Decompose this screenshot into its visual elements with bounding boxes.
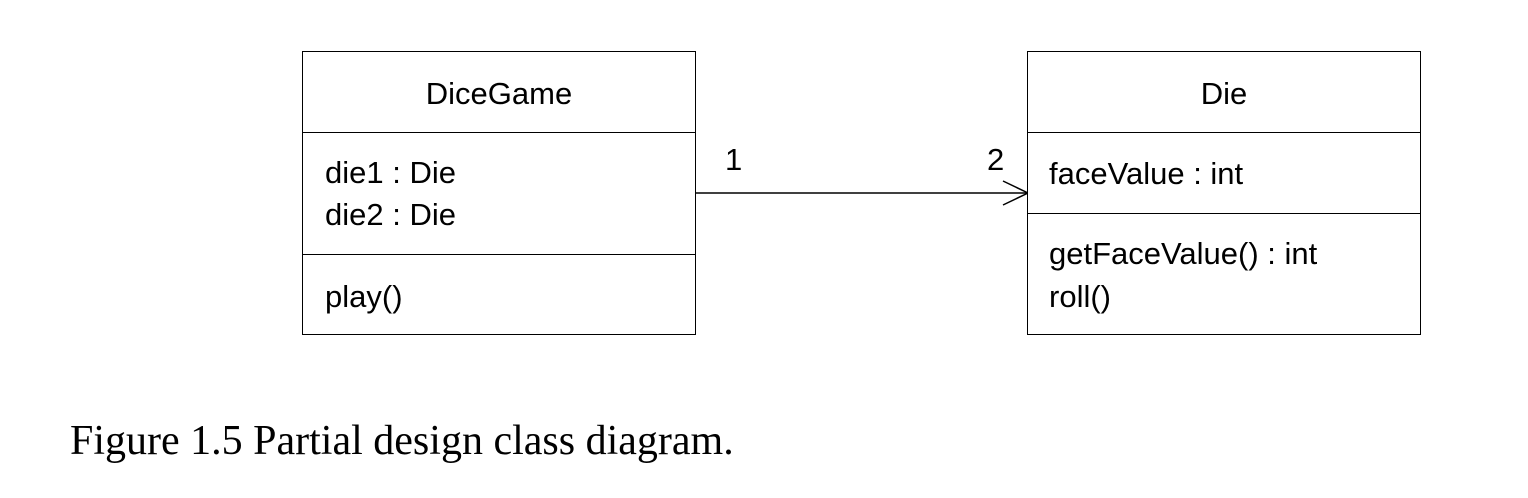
attribute-die2: die2 : Die — [325, 197, 456, 232]
class-name-dicegame: DiceGame — [425, 76, 573, 111]
navigability-arrowhead — [1002, 180, 1030, 206]
class-die-attr-divider — [1028, 213, 1420, 214]
multiplicity-target: 2 — [987, 142, 1005, 177]
operation-play: play() — [325, 279, 403, 314]
attribute-facevalue: faceValue : int — [1049, 156, 1244, 191]
class-dicegame-name-divider — [303, 132, 695, 133]
class-die-name-divider — [1028, 132, 1420, 133]
class-die: Die faceValue : int getFaceValue() : int… — [1027, 51, 1421, 335]
class-name-die: Die — [1200, 76, 1248, 111]
operation-roll: roll() — [1049, 279, 1111, 314]
operation-getfacevalue: getFaceValue() : int — [1049, 236, 1318, 271]
class-dicegame: DiceGame die1 : Die die2 : Die play() — [302, 51, 696, 335]
class-dicegame-attr-divider — [303, 254, 695, 255]
attribute-die1: die1 : Die — [325, 155, 456, 190]
multiplicity-source: 1 — [725, 142, 743, 177]
figure-caption: Figure 1.5 Partial design class diagram. — [70, 418, 734, 464]
